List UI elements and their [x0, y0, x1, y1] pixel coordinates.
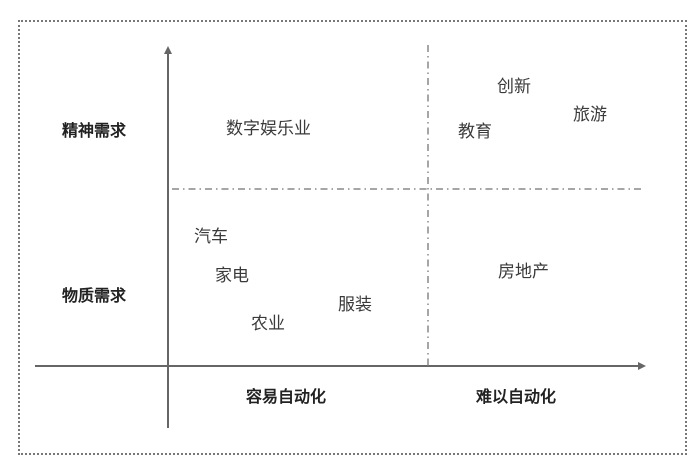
item-education: 教育 [458, 122, 492, 142]
dotted-frame [18, 20, 687, 455]
item-real-estate: 房地产 [498, 262, 549, 282]
x-label-hard-automation: 难以自动化 [476, 387, 557, 406]
item-agriculture: 农业 [251, 314, 285, 334]
item-apparel: 服装 [338, 295, 372, 315]
item-digital-entertainment: 数字娱乐业 [226, 119, 311, 139]
item-innovation: 创新 [497, 77, 531, 97]
item-tourism: 旅游 [573, 105, 607, 125]
item-automobile: 汽车 [194, 227, 228, 247]
x-label-easy-automation: 容易自动化 [246, 387, 327, 406]
y-label-material-needs: 物质需求 [62, 286, 127, 305]
y-label-spiritual-needs: 精神需求 [62, 121, 127, 140]
item-appliances: 家电 [215, 266, 249, 286]
